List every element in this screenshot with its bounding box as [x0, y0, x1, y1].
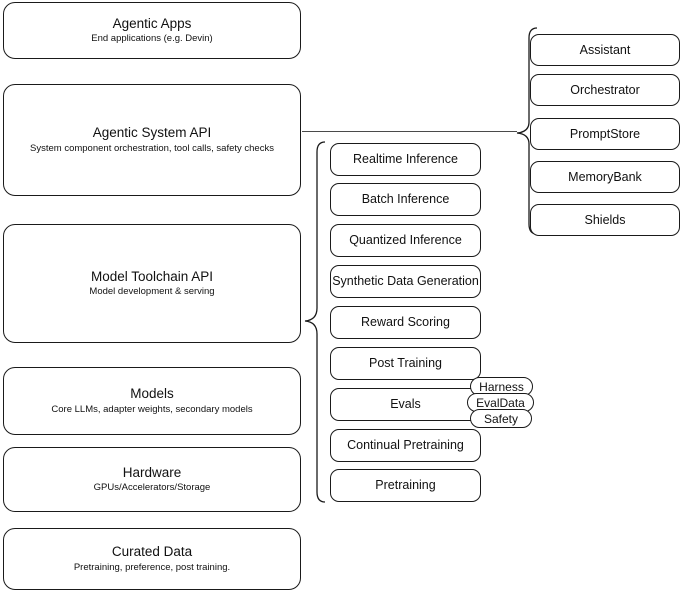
chip-label: Reward Scoring	[361, 315, 450, 330]
chip-label: MemoryBank	[568, 169, 642, 184]
system-item-orchestrator[interactable]: Orchestrator	[530, 74, 680, 106]
layer-subtitle: Model development & serving	[89, 286, 215, 298]
layer-title: Curated Data	[111, 544, 193, 560]
toolchain-item-batch-inference[interactable]: Batch Inference	[330, 183, 481, 216]
chip-label: Post Training	[369, 356, 442, 371]
layer-title: Agentic Apps	[112, 15, 192, 31]
layer-curated-data[interactable]: Curated Data Pretraining, preference, po…	[3, 528, 301, 590]
toolchain-item-reward-scoring[interactable]: Reward Scoring	[330, 306, 481, 339]
system-item-assistant[interactable]: Assistant	[530, 34, 680, 66]
layer-model-toolchain-api[interactable]: Model Toolchain API Model development & …	[3, 224, 301, 343]
toolchain-item-post-training[interactable]: Post Training	[330, 347, 481, 380]
brace-toolchain	[303, 140, 327, 522]
toolchain-item-pretraining[interactable]: Pretraining	[330, 469, 481, 502]
chip-label: Synthetic Data Generation	[332, 274, 479, 289]
toolchain-item-synthetic-data-generation[interactable]: Synthetic Data Generation	[330, 265, 481, 298]
layer-subtitle: Pretraining, preference, post training.	[73, 561, 231, 573]
layer-subtitle: End applications (e.g. Devin)	[91, 33, 213, 45]
chip-label: PromptStore	[569, 126, 641, 141]
layer-title: Agentic System API	[92, 125, 212, 141]
layer-title: Model Toolchain API	[90, 268, 214, 284]
chip-label: Assistant	[579, 42, 631, 57]
chip-label: Shields	[584, 212, 626, 227]
toolchain-item-evals[interactable]: Evals	[330, 388, 481, 421]
layer-title: Models	[130, 386, 174, 402]
pill-label: Harness	[479, 379, 524, 394]
toolchain-item-quantized-inference[interactable]: Quantized Inference	[330, 224, 481, 257]
chip-label: Pretraining	[375, 478, 436, 493]
eval-pill-safety[interactable]: Safety	[470, 409, 532, 428]
chip-label: Realtime Inference	[353, 152, 458, 167]
chip-label: Evals	[390, 397, 421, 412]
layer-hardware[interactable]: Hardware GPUs/Accelerators/Storage	[3, 447, 301, 512]
layer-subtitle: GPUs/Accelerators/Storage	[93, 482, 211, 494]
chip-label: Continual Pretraining	[347, 438, 464, 453]
system-item-memorybank[interactable]: MemoryBank	[530, 161, 680, 193]
layer-agentic-system-api[interactable]: Agentic System API System component orch…	[3, 84, 301, 196]
eval-pill-evaldata[interactable]: EvalData	[467, 393, 534, 412]
toolchain-item-continual-pretraining[interactable]: Continual Pretraining	[330, 429, 481, 462]
toolchain-item-realtime-inference[interactable]: Realtime Inference	[330, 143, 481, 176]
layer-agentic-apps[interactable]: Agentic Apps End applications (e.g. Devi…	[3, 2, 301, 59]
chip-label: Orchestrator	[570, 82, 640, 97]
system-item-shields[interactable]: Shields	[530, 204, 680, 236]
layer-subtitle: System component orchestration, tool cal…	[30, 142, 274, 154]
layer-subtitle: Core LLMs, adapter weights, secondary mo…	[51, 403, 253, 415]
connector-line-system-api	[302, 131, 517, 132]
pill-label: EvalData	[476, 395, 525, 410]
pill-label: Safety	[483, 411, 519, 426]
chip-label: Quantized Inference	[349, 233, 462, 248]
layer-title: Hardware	[122, 464, 182, 480]
system-item-promptstore[interactable]: PromptStore	[530, 118, 680, 150]
chip-label: Batch Inference	[361, 192, 450, 207]
layer-models[interactable]: Models Core LLMs, adapter weights, secon…	[3, 367, 301, 435]
